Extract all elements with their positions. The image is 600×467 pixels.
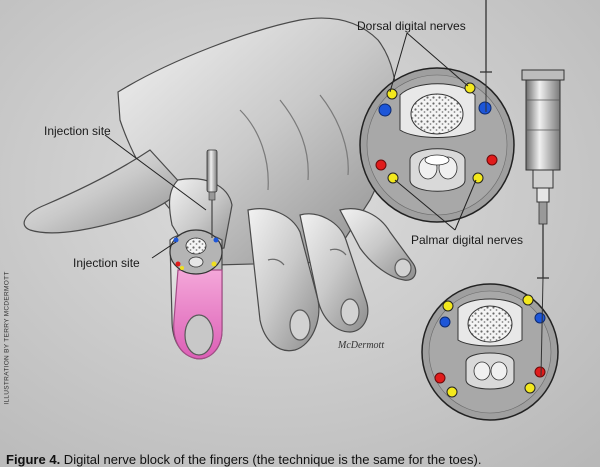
caption-figure-number: Figure 4. bbox=[6, 452, 61, 467]
lower-vessel-blue-right bbox=[534, 312, 546, 324]
thumb bbox=[23, 149, 183, 234]
fingernail bbox=[184, 314, 214, 356]
lower-dorsal-nerve-left bbox=[442, 300, 454, 312]
lower-palmar-nerve-right bbox=[524, 382, 536, 394]
injection-site-label-upper: Injection site bbox=[44, 124, 111, 138]
lower-artery-left bbox=[434, 372, 446, 384]
upper-bone bbox=[410, 93, 464, 135]
lower-bone bbox=[467, 305, 513, 343]
upper-section bbox=[359, 67, 515, 223]
illustration-credit: ILLUSTRATION BY TERRY MCDERMOTT bbox=[3, 271, 11, 405]
upper-vessel-blue-right bbox=[478, 101, 492, 115]
upper-palmar-nerve-right bbox=[472, 172, 484, 184]
injection-site-label-lower: Injection site bbox=[73, 256, 140, 270]
upper-artery-left bbox=[375, 159, 387, 171]
small-syringe bbox=[206, 149, 218, 238]
palmar-nerves-label: Palmar digital nerves bbox=[411, 233, 524, 247]
lower-dorsal-nerve-right bbox=[522, 294, 534, 306]
lower-vessel-blue-left bbox=[439, 316, 451, 328]
hand bbox=[23, 17, 417, 360]
figure-caption: Figure 4. Digital nerve block of the fin… bbox=[6, 452, 596, 467]
leader-lines bbox=[104, 32, 477, 259]
artist-signature: McDermott bbox=[337, 340, 384, 351]
dorsal-nerves-label: Dorsal digital nerves bbox=[357, 19, 466, 33]
caption-text: Digital nerve block of the fingers (the … bbox=[60, 452, 482, 467]
upper-vessel-blue-left bbox=[378, 103, 392, 117]
upper-needle bbox=[480, 0, 492, 112]
finger-cross-section bbox=[169, 229, 223, 275]
large-syringe bbox=[521, 69, 565, 377]
lower-section bbox=[421, 283, 559, 421]
upper-artery-right bbox=[486, 154, 498, 166]
lower-artery-right bbox=[534, 366, 546, 378]
upper-dorsal-nerve-left bbox=[386, 88, 398, 100]
lower-palmar-nerve-left bbox=[446, 386, 458, 398]
